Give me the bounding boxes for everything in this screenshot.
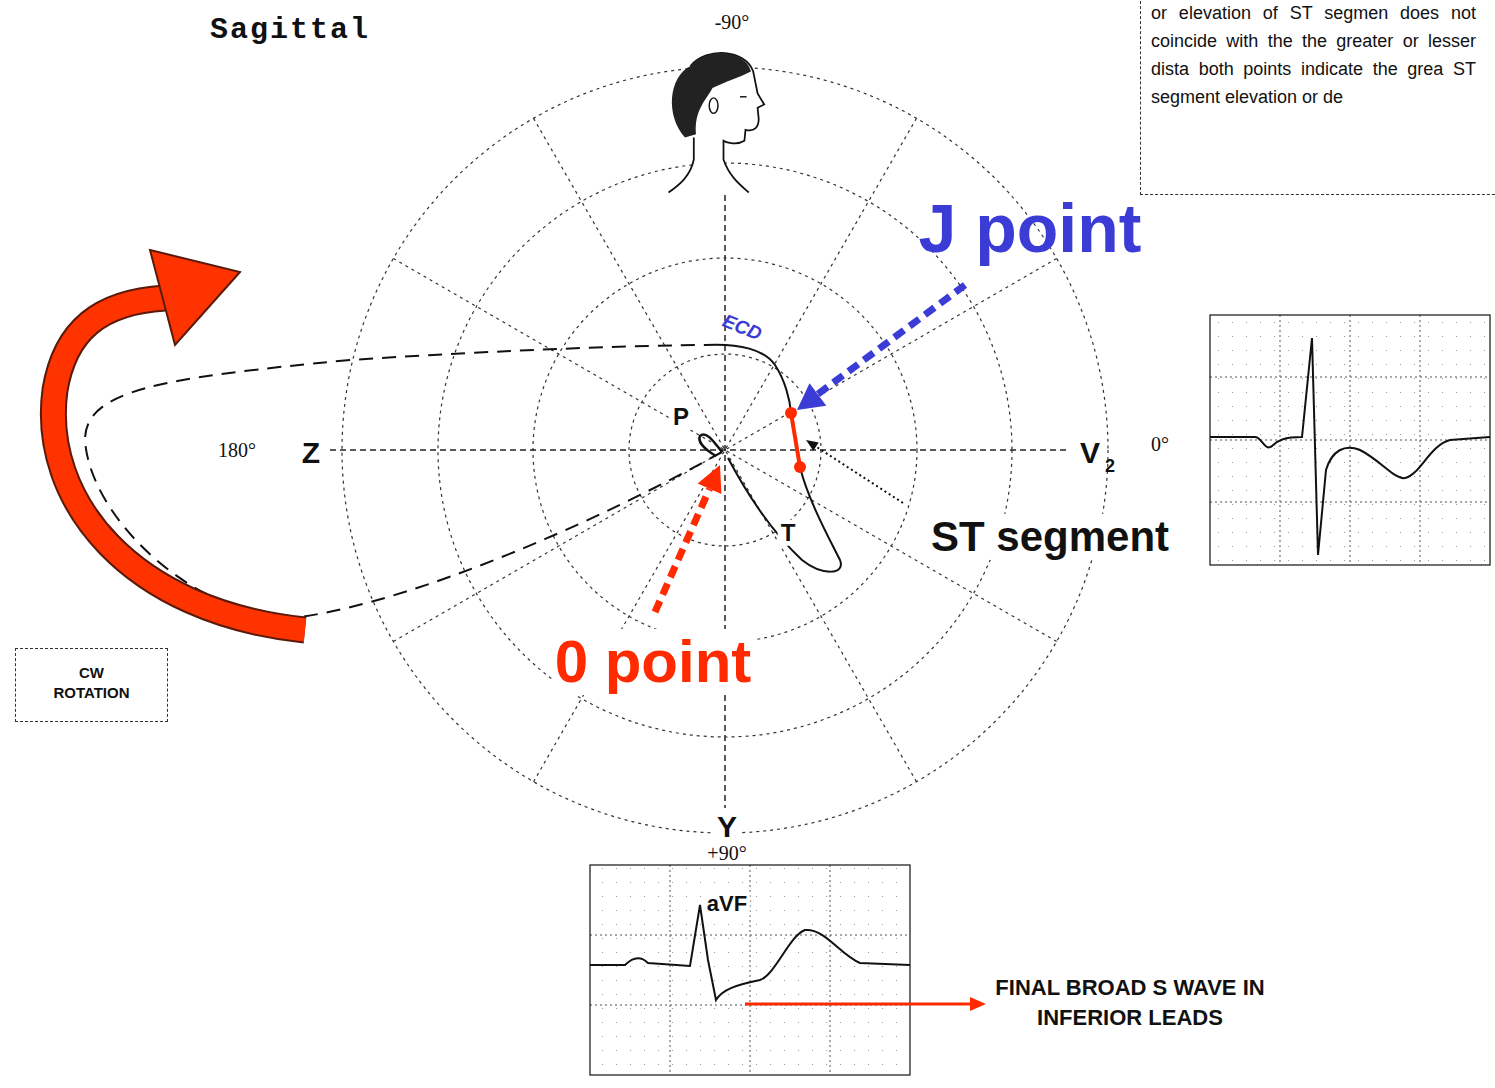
grid-line (1210, 502, 1490, 503)
lead-label: aVF (704, 892, 750, 916)
st-segment-line (791, 413, 800, 467)
p-loop (699, 434, 722, 456)
axis-angle: 0° (1151, 433, 1169, 455)
lead-label: V (1077, 436, 1103, 469)
callout-label: 0 point (552, 629, 755, 695)
t-loop (728, 458, 841, 572)
box-label: CW ROTATION (40, 663, 143, 703)
rotation-arrow-outline (53, 298, 305, 630)
qrs-loop-terminal (705, 345, 791, 413)
loop-label: ECD (719, 311, 764, 345)
wave-label: T (778, 520, 799, 546)
ecg-major-grid (590, 865, 910, 1075)
annotation-note: FINAL BROAD S WAVE IN INFERIOR LEADS (965, 973, 1295, 1032)
head-fill (669, 53, 765, 193)
wave-label: P (670, 404, 692, 430)
grid-line (1210, 377, 1490, 378)
callout-label: ST segment (928, 514, 1172, 560)
arrow-head (970, 997, 986, 1011)
rotation-box: CW ROTATION (15, 648, 168, 722)
note-box: or elevation of ST segmen does not coinc… (1140, 0, 1495, 195)
ecg-inset-v2 (1210, 315, 1490, 565)
qrs-loop-dashed (85, 345, 722, 617)
ecg-inset-avf (590, 865, 910, 1075)
ecg-trace (1210, 338, 1490, 555)
j-point-pointer (818, 285, 965, 394)
head-hair (672, 53, 751, 138)
head-eye (740, 96, 747, 97)
st-end-dot (794, 461, 806, 473)
rotation-arrow-head (150, 250, 240, 345)
axis-label: Y (714, 810, 740, 843)
axes (330, 195, 1070, 808)
view-title: Sagittal (210, 14, 370, 47)
axis-angle: +90° (704, 842, 749, 864)
vertical-axis (724, 195, 726, 808)
axis-angle: 180° (215, 439, 259, 461)
zero-point-pointer (655, 489, 710, 612)
ecg-grid (1210, 315, 1490, 565)
ecg-frame (590, 865, 910, 1075)
lead-subscript: 2 (1105, 457, 1115, 477)
head-figure (669, 53, 765, 193)
callout-label: J point (919, 191, 1142, 266)
s-wave-pointer (745, 1003, 972, 1006)
j-point-dot (785, 407, 797, 419)
grid-line (670, 865, 671, 1075)
ecg-trace (590, 905, 910, 1000)
ecg-major-grid (1210, 315, 1490, 565)
head-ear (709, 98, 718, 113)
grid-line (590, 935, 910, 936)
rotation-arrow (53, 298, 305, 630)
arrow-head (797, 383, 826, 410)
arrow-head (698, 465, 722, 494)
ecg-frame (1210, 315, 1490, 565)
st-segment-pointer (816, 447, 903, 503)
ecg-grid (590, 865, 910, 1075)
head-neck (669, 138, 694, 193)
grid-line (830, 865, 831, 1075)
axis-label: Z (299, 436, 323, 469)
axis-angle: -90° (712, 11, 753, 33)
horizontal-axis (330, 449, 1070, 451)
note-text: or elevation of ST segmen does not coinc… (1151, 0, 1476, 111)
arrow-head (806, 440, 819, 451)
